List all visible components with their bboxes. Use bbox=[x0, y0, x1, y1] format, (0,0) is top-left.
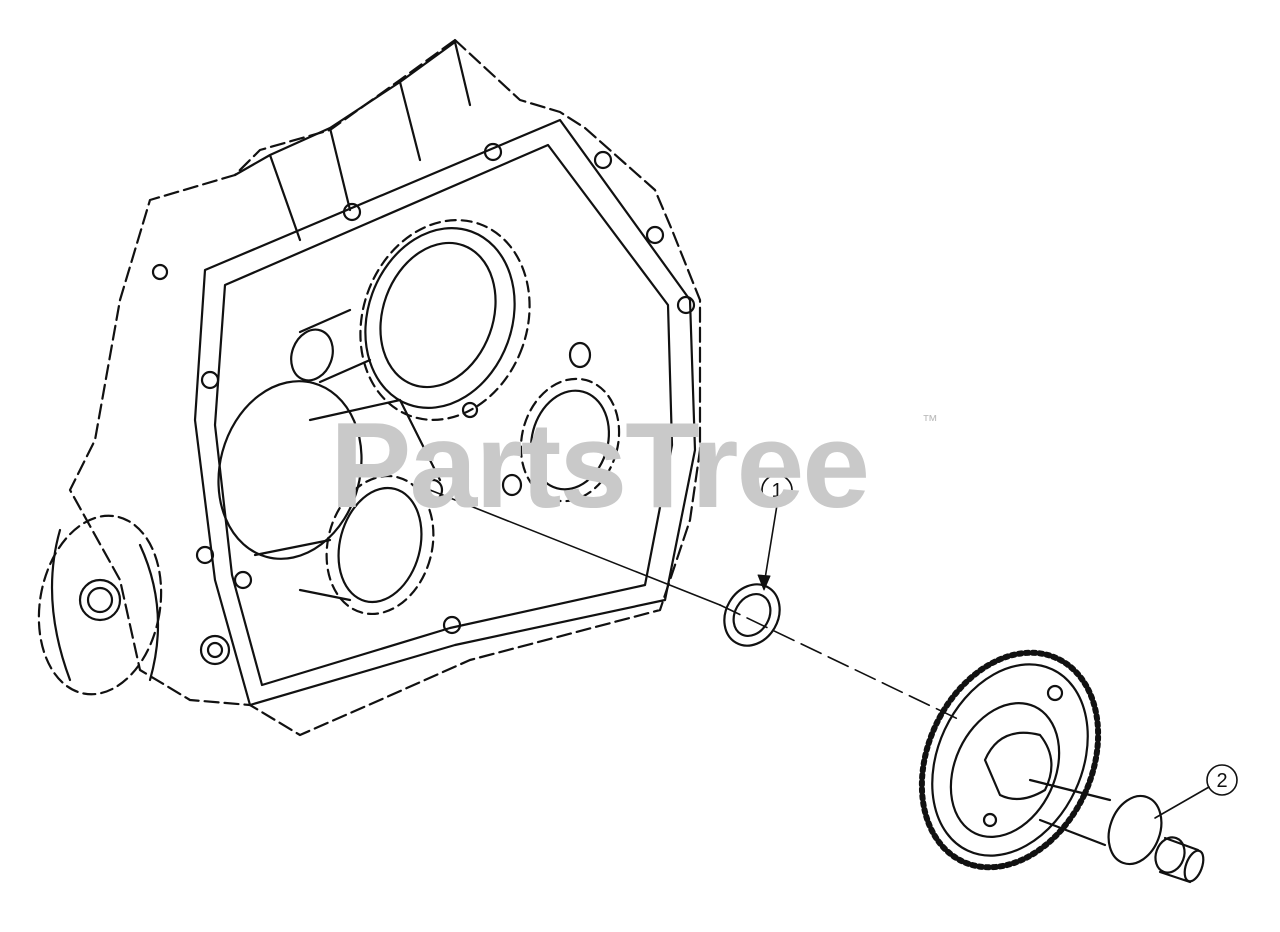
camshaft-body bbox=[1028, 778, 1112, 847]
partstree-watermark: PartsTree ™ bbox=[330, 395, 950, 535]
gear-hole bbox=[1046, 684, 1064, 702]
callout-2-bubble bbox=[1206, 764, 1238, 796]
right-bearing-bore-dash bbox=[519, 377, 621, 503]
bolt-hole bbox=[195, 545, 215, 565]
shaft-step bbox=[1154, 836, 1186, 874]
bolt-hole bbox=[483, 142, 503, 162]
mounting-flange bbox=[37, 514, 163, 696]
gear-hole bbox=[982, 812, 998, 828]
assembly-axis-dashed bbox=[719, 604, 961, 721]
part-2-camshaft-gear bbox=[918, 649, 1205, 884]
part-1-washer bbox=[723, 583, 781, 647]
small-boss bbox=[568, 341, 592, 369]
small-boss bbox=[461, 401, 479, 419]
gasket-flange bbox=[193, 118, 697, 707]
threaded-hole-inner bbox=[206, 641, 224, 659]
callout-1-leader bbox=[763, 504, 778, 586]
crankcase-housing bbox=[37, 38, 702, 737]
callout-2-leader bbox=[1154, 786, 1210, 819]
watermark-trademark: ™ bbox=[922, 413, 938, 430]
shaft-collar bbox=[1107, 794, 1163, 866]
housing-top-face bbox=[233, 40, 472, 242]
callout-2-label: 2 bbox=[1216, 770, 1227, 792]
small-boss bbox=[501, 473, 523, 497]
cam-lobe bbox=[983, 731, 1053, 801]
bolt-hole bbox=[200, 370, 220, 390]
washer-outer bbox=[723, 583, 781, 647]
right-bearing-bore bbox=[529, 389, 611, 491]
threaded-hole bbox=[78, 578, 122, 622]
bolt-hole bbox=[593, 150, 613, 170]
callout-1: 1 bbox=[757, 474, 793, 591]
upper-bearing-boss bbox=[364, 227, 516, 409]
callout-1-arrowhead bbox=[757, 574, 771, 591]
gear-hub-face bbox=[949, 702, 1061, 838]
threaded-hole bbox=[199, 634, 231, 666]
mounting-flange-rim bbox=[50, 528, 160, 682]
assembly-axis-line bbox=[429, 489, 721, 606]
bolt-hole bbox=[645, 225, 665, 245]
callout-2: 2 bbox=[1154, 764, 1238, 819]
small-boss bbox=[422, 478, 444, 502]
gasket-flange-inner bbox=[213, 143, 674, 687]
lower-housing-body bbox=[253, 398, 442, 602]
lower-bearing-bore-dash bbox=[325, 474, 435, 616]
bolt-hole bbox=[676, 295, 696, 315]
shaft-tip bbox=[1183, 849, 1205, 883]
bolt-hole bbox=[342, 202, 362, 222]
gear-teeth-ring bbox=[918, 649, 1102, 871]
gear-rim bbox=[931, 663, 1089, 857]
washer-inner bbox=[732, 593, 772, 637]
upper-bearing-bore bbox=[379, 241, 497, 389]
bolt-hole bbox=[442, 615, 462, 635]
callout-1-label: 1 bbox=[771, 480, 782, 502]
sleeve-boss bbox=[290, 328, 334, 382]
sleeve-body bbox=[298, 308, 372, 384]
bolt-hole bbox=[151, 263, 169, 281]
threaded-hole-inner bbox=[86, 586, 114, 614]
housing-outline bbox=[68, 38, 702, 737]
bolt-hole bbox=[233, 570, 253, 590]
upper-bearing-boss-dash bbox=[359, 219, 531, 421]
watermark-brand: PartsTree bbox=[330, 397, 870, 533]
shaft-end bbox=[1158, 836, 1200, 884]
lower-bearing-bore bbox=[337, 486, 423, 604]
